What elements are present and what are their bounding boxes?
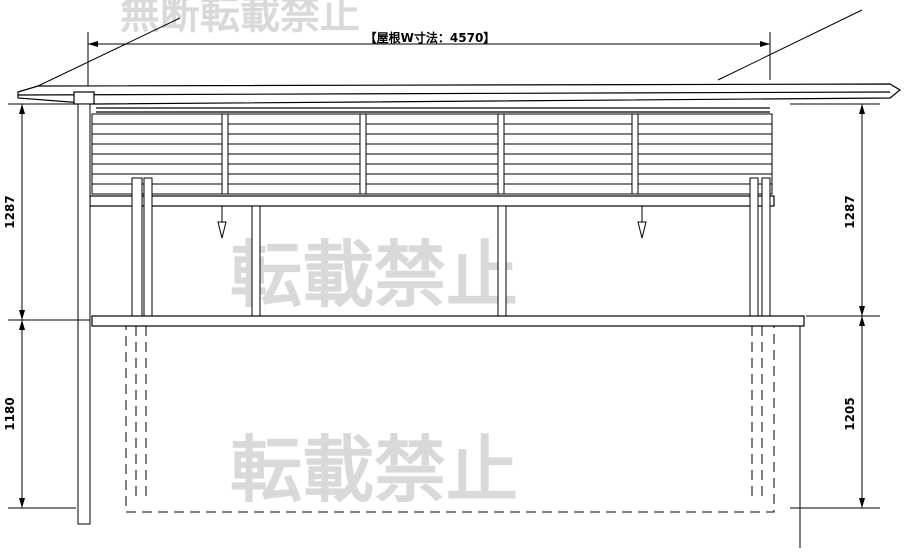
roof-slope-lines (37, 9, 863, 87)
lower-beam (91, 315, 805, 327)
left-upper-dimension: 1287 (3, 195, 17, 228)
upper-beam (89, 195, 775, 207)
right-lower-dimension: 1205 (843, 397, 857, 430)
brackets (217, 206, 647, 239)
louver-panel (91, 113, 773, 195)
posts (77, 103, 771, 525)
roof-width-label: 【屋根W寸法：4570】 (365, 30, 496, 45)
right-upper-dimension: 1287 (843, 195, 857, 228)
left-lower-dimension: 1180 (3, 397, 17, 430)
watermark: 無断転載禁止 転載禁止 転載禁止 (120, 0, 518, 512)
left-dimension-lines (8, 103, 90, 509)
right-dimension-lines (790, 103, 880, 509)
roof (17, 83, 902, 113)
watermark-top-row: 無断転載禁止 (120, 0, 360, 38)
dashed-outline (125, 325, 775, 513)
watermark-bottom-row: 転載禁止 (230, 428, 518, 512)
watermark-mid-row: 転載禁止 (230, 233, 518, 317)
